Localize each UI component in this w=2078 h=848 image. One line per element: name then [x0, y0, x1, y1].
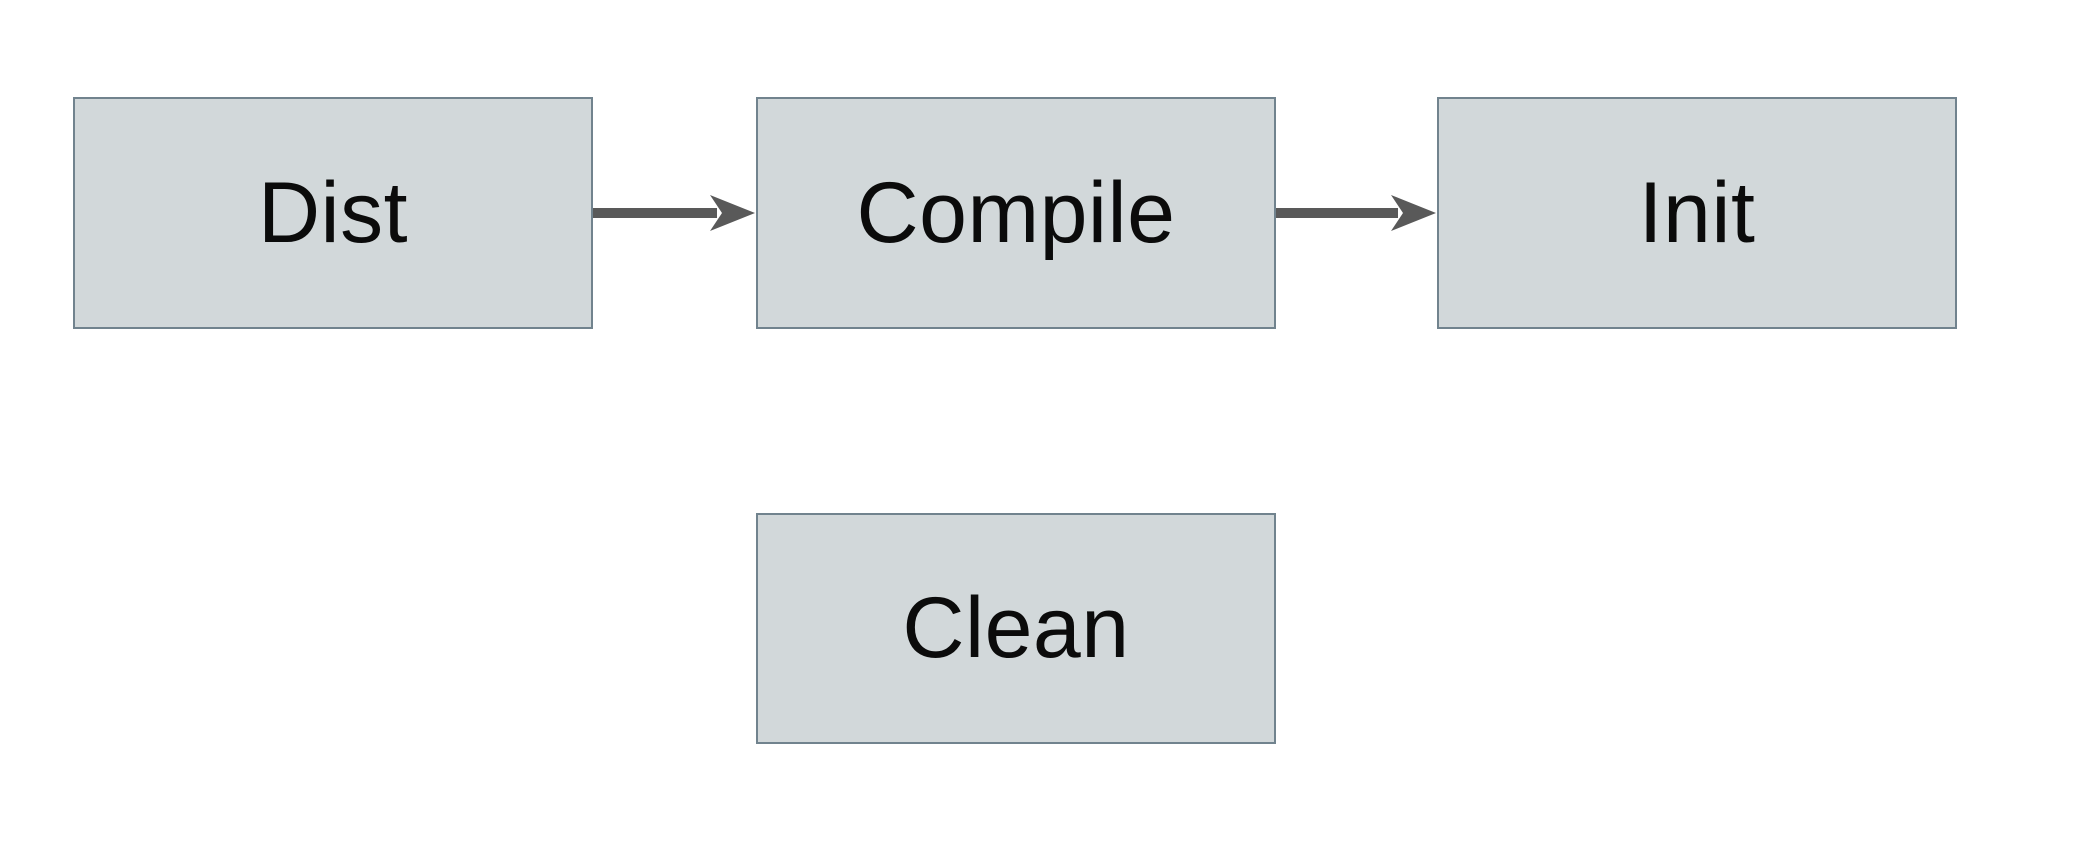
- node-init[interactable]: Init: [1437, 97, 1957, 329]
- node-label-compile: Compile: [856, 164, 1176, 261]
- node-label-dist: Dist: [257, 164, 409, 261]
- node-compile[interactable]: Compile: [756, 97, 1276, 329]
- node-label-clean: Clean: [902, 580, 1130, 676]
- node-label-init: Init: [1638, 164, 1756, 261]
- node-clean[interactable]: Clean: [756, 513, 1276, 744]
- arrow-dist-to-compile: [593, 195, 755, 231]
- arrow-compile-to-init: [1276, 195, 1436, 231]
- node-dist[interactable]: Dist: [73, 97, 593, 329]
